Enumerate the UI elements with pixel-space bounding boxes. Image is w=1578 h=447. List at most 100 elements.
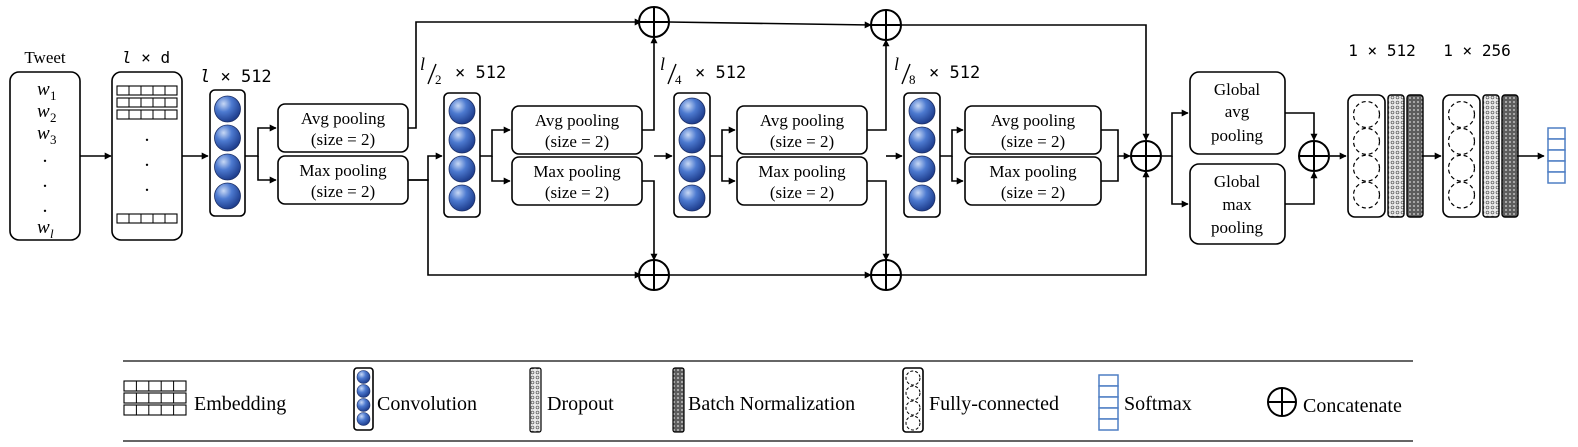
embedding-rows [116, 85, 178, 224]
svg-text:Avg pooling: Avg pooling [301, 109, 386, 128]
ellipsis-dot: . [145, 124, 150, 146]
svg-text:× 512: × 512 [455, 63, 506, 83]
svg-text:(size = 2): (size = 2) [1001, 183, 1065, 202]
connections [245, 18, 1545, 279]
conv-unit [678, 126, 706, 154]
softmax-unit [1098, 385, 1119, 398]
concatenate-icon [1267, 387, 1297, 417]
legend-label: Embedding [194, 393, 286, 415]
max-pooling-box: Max pooling (size = 2) [736, 156, 868, 206]
conv-unit [908, 155, 936, 183]
batchnorm-icon [672, 367, 685, 433]
ellipsis-dot: . [43, 170, 48, 192]
concatenate-node [870, 259, 902, 291]
conv-unit [448, 126, 476, 154]
svg-text:l: l [894, 54, 899, 74]
conv-unit [356, 412, 371, 426]
conv-unit [214, 153, 241, 181]
conv-block-2 [443, 92, 481, 218]
ellipsis-dot: . [145, 149, 150, 171]
batchnorm-layer [1501, 94, 1519, 218]
embedding-row [123, 392, 187, 404]
svg-text:avg: avg [1225, 102, 1250, 121]
stage-1-label: l × 512 [200, 67, 272, 87]
token-base: w [37, 217, 50, 238]
batchnorm-layer [1406, 94, 1424, 218]
conv-unit [908, 97, 936, 125]
svg-text:pooling: pooling [1211, 126, 1263, 145]
max-pooling-box: Max pooling (size = 2) [277, 155, 409, 205]
legend-label: Concatenate [1303, 395, 1402, 417]
conv-unit [448, 155, 476, 183]
fc-unit [905, 400, 921, 416]
softmax-unit [1547, 171, 1566, 184]
softmax-unit [1098, 374, 1119, 387]
tweet-input: Tweet w 1 w 2 w 3 . . . w l [9, 48, 81, 241]
stage-2-label: l 2 × 512 [420, 54, 506, 87]
conv-unit [448, 97, 476, 125]
fully-connected-layer [1347, 94, 1386, 218]
svg-text:(size = 2): (size = 2) [770, 132, 834, 151]
legend-label: Softmax [1124, 393, 1192, 415]
token-sub: 2 [50, 110, 57, 125]
conv-unit [448, 184, 476, 212]
legend-label: Fully-connected [929, 393, 1059, 415]
conv-block-1 [209, 89, 246, 217]
fc-unit [1447, 154, 1476, 182]
svg-text:Avg pooling: Avg pooling [535, 111, 620, 130]
embedding-row [116, 109, 178, 120]
fc-unit [1352, 127, 1381, 155]
svg-text:Max pooling: Max pooling [299, 161, 387, 180]
softmax-unit [1547, 160, 1566, 173]
conv-unit [678, 184, 706, 212]
svg-text:(size = 2): (size = 2) [545, 132, 609, 151]
svg-text:l: l [420, 54, 425, 74]
pool-stage-2: Avg pooling (size = 2) Max pooling (size… [511, 105, 643, 206]
global-avg-pooling-box: Global avg pooling [1189, 71, 1286, 155]
avg-pooling-box: Avg pooling (size = 2) [511, 105, 643, 155]
conv-unit [356, 384, 371, 398]
fc-unit [905, 415, 921, 431]
legend-label: Batch Normalization [688, 393, 855, 415]
token-wl: w l [37, 217, 54, 241]
legend-item-convolution: Convolution [353, 367, 477, 431]
svg-text:(size = 2): (size = 2) [1001, 132, 1065, 151]
convolution-icon [353, 367, 374, 431]
softmax-unit [1547, 127, 1566, 140]
legend-item-fully-connected: Fully-connected [902, 367, 1059, 433]
token-sub: 1 [50, 88, 57, 103]
dense-block-1 [1347, 94, 1424, 218]
softmax-unit [1547, 138, 1566, 151]
embedding-matrix: l × d . . . [111, 48, 183, 241]
legend-item-dropout: Dropout [529, 367, 614, 433]
concatenate-node [638, 259, 670, 291]
fc-unit [905, 385, 921, 401]
embedding-row [123, 404, 187, 416]
svg-text:(size = 2): (size = 2) [311, 182, 375, 201]
conv-block-3 [673, 92, 711, 218]
svg-text:(size = 2): (size = 2) [545, 183, 609, 202]
fc-unit [1447, 181, 1476, 209]
dense-1-label: 1 × 512 [1348, 41, 1415, 60]
avg-pooling-box: Avg pooling (size = 2) [277, 103, 409, 153]
legend-label: Convolution [377, 393, 477, 415]
embedding-row [123, 380, 187, 392]
svg-text:Global: Global [1214, 172, 1261, 191]
global-max-pooling-box: Global max pooling [1189, 163, 1286, 245]
fc-unit [1447, 127, 1476, 155]
embedding-row [116, 97, 178, 108]
dropout-layer [1387, 94, 1405, 218]
legend: Embedding Convolution Dropout Batch Norm… [123, 367, 1402, 433]
token-sub: 3 [50, 132, 57, 147]
svg-text:4: 4 [675, 72, 682, 87]
svg-text:(size = 2): (size = 2) [311, 130, 375, 149]
softmax-output [1547, 127, 1566, 184]
softmax-icon [1098, 374, 1119, 431]
svg-text:pooling: pooling [1211, 218, 1263, 237]
legend-item-concatenate: Concatenate [1267, 387, 1402, 417]
fully-connected-layer [1442, 94, 1481, 218]
concatenate-nodes [638, 6, 1330, 291]
conv-unit [214, 124, 241, 152]
svg-text:Avg pooling: Avg pooling [991, 111, 1076, 130]
max-pooling-box: Max pooling (size = 2) [511, 156, 643, 206]
